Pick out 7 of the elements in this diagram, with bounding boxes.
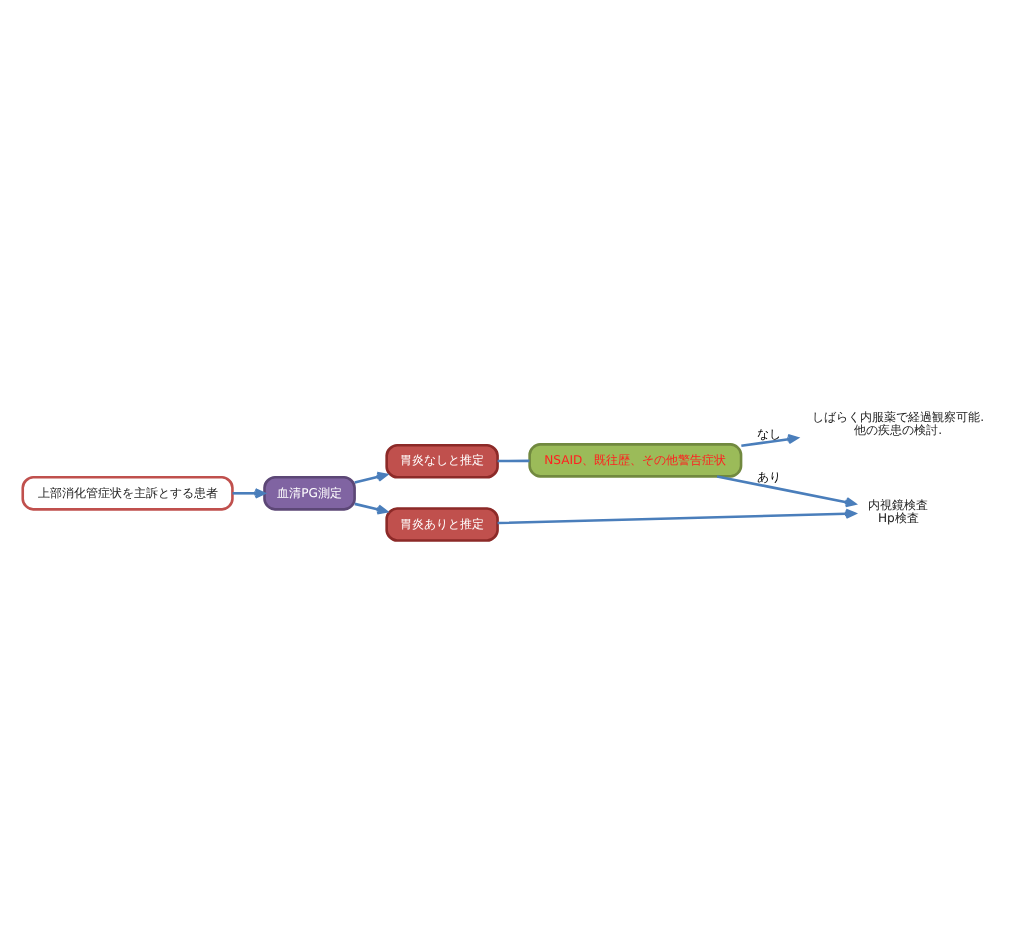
connector [497, 458, 530, 462]
arrow [741, 433, 799, 447]
arrow [716, 474, 857, 507]
arrow [232, 487, 266, 498]
arrow [354, 501, 388, 514]
arrow [354, 470, 388, 483]
arrow [497, 507, 857, 524]
